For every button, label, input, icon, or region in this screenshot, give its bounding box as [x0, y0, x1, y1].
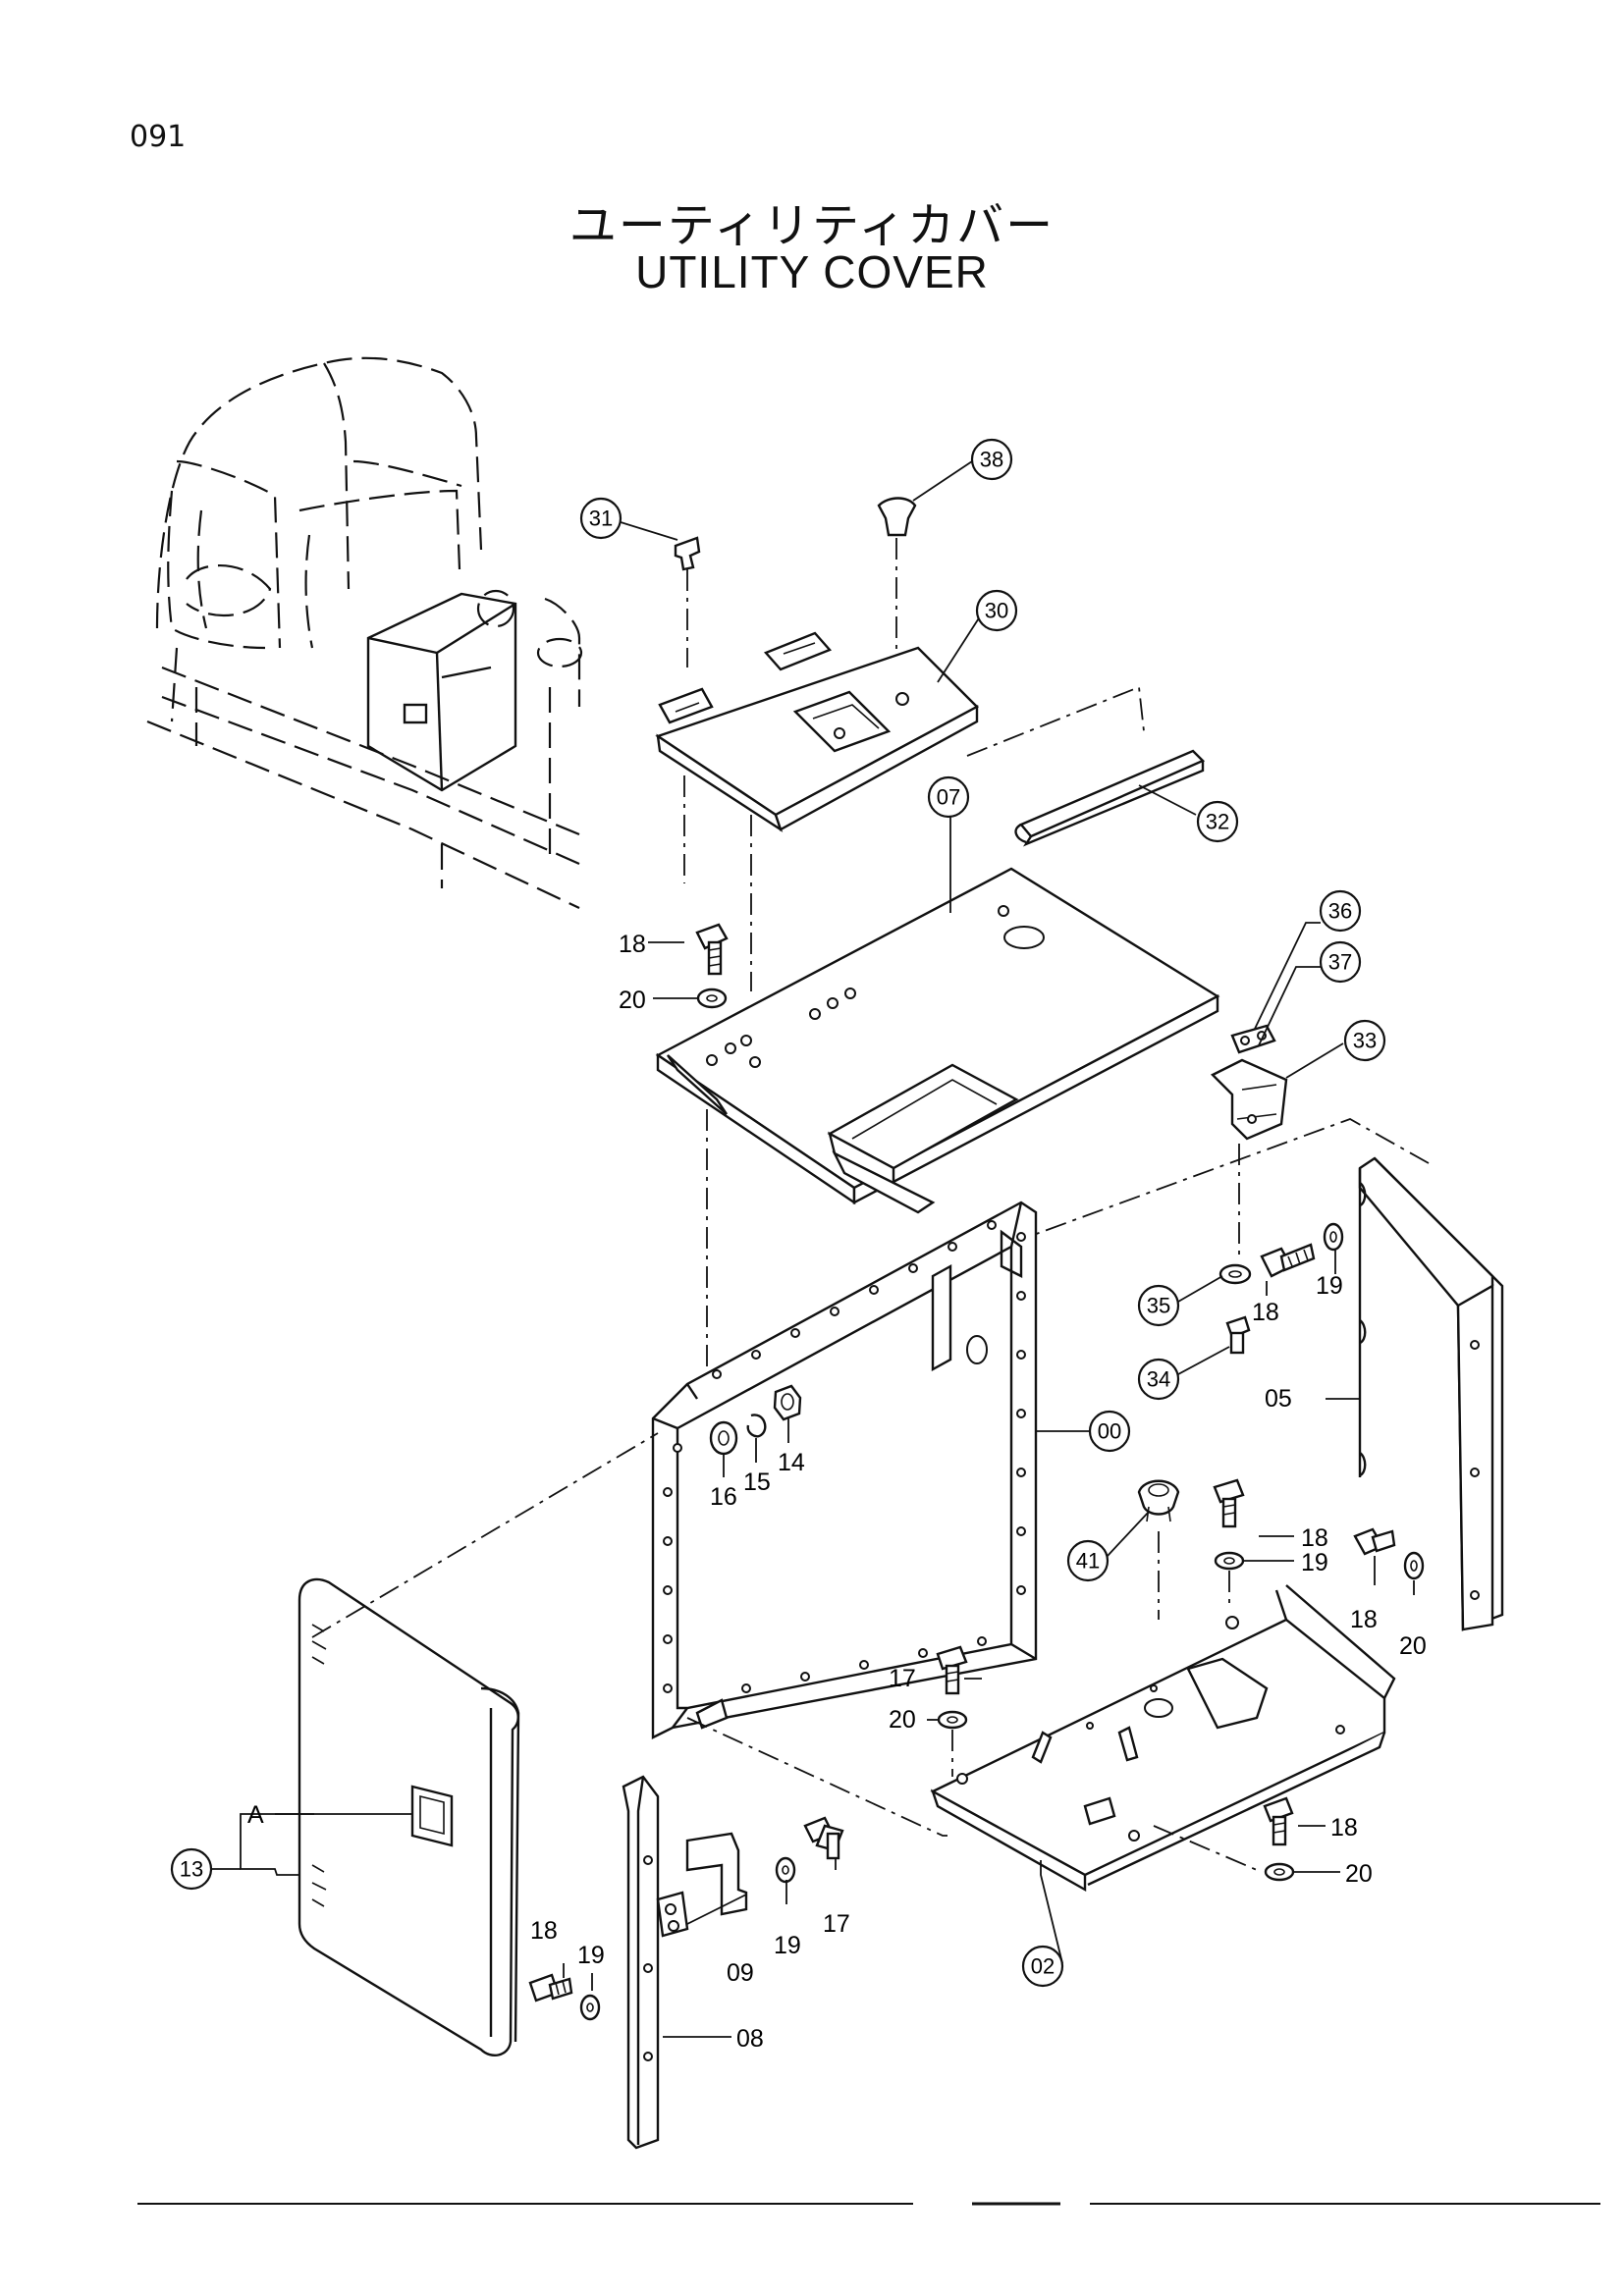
label-05: 05	[1265, 1385, 1292, 1413]
bottom-plate-part-02	[686, 1584, 1396, 1893]
bolt-washer-18-20-right	[1263, 1796, 1295, 1882]
title-japanese: ユーティリティカバー	[568, 198, 1056, 253]
frame-top-part-07	[655, 867, 1220, 1374]
label-20-upper: 20	[619, 987, 646, 1014]
label-19-lower: 19	[774, 1932, 801, 1959]
svg-text:07: 07	[937, 785, 960, 810]
door-handle-label-a: A	[247, 1801, 264, 1829]
label-20-center: 20	[889, 1706, 916, 1734]
svg-text:00: 00	[1098, 1419, 1121, 1444]
side-panel-part-05	[1358, 1156, 1504, 1631]
svg-text:31: 31	[589, 507, 613, 531]
label-18-far-right: 18	[1350, 1606, 1378, 1633]
label-08: 08	[736, 2025, 764, 2053]
clip-part-38	[877, 497, 917, 667]
callout-41: 41	[1066, 1539, 1110, 1582]
bolt-washer-18-19-center	[1213, 1478, 1425, 1610]
bracket-part-09	[656, 1832, 748, 1938]
callout-34: 34	[1137, 1358, 1180, 1401]
callout-30: 30	[975, 589, 1018, 632]
label-14: 14	[778, 1449, 805, 1476]
page-number: 091	[130, 120, 187, 154]
svg-text:41: 41	[1076, 1549, 1100, 1574]
seal-strip-part-32	[1014, 749, 1206, 847]
utility-box-highlight	[366, 592, 517, 792]
callout-02: 02	[1021, 1945, 1064, 1988]
label-18-right: 18	[1252, 1299, 1279, 1326]
callout-38: 38	[970, 438, 1013, 481]
door-part-13	[298, 1432, 659, 2057]
main-frame-part-00	[651, 1201, 1038, 1739]
excavator-cab-outline	[146, 356, 583, 909]
leader-lines	[211, 460, 1415, 2038]
label-20-bottom-right: 20	[1345, 1860, 1373, 1888]
label-18-bottom-right: 18	[1330, 1814, 1358, 1842]
bolt-washer-18-20-upper	[695, 923, 729, 1009]
grommet-part-41	[1137, 1479, 1180, 1620]
label-18-lower-left: 18	[530, 1917, 558, 1945]
bolt-washer-17-20-lower	[936, 1645, 968, 1777]
fasteners-17-18-19-lower-left	[528, 1816, 844, 2021]
callout-32: 32	[1196, 800, 1239, 843]
svg-text:36: 36	[1328, 899, 1352, 924]
callout-36: 36	[1319, 889, 1362, 933]
fasteners-34-35-18-19-right	[1218, 1222, 1344, 1355]
svg-text:38: 38	[980, 448, 1003, 472]
svg-text:02: 02	[1031, 1954, 1055, 1979]
label-18-center: 18	[1301, 1524, 1328, 1552]
cover-plate-part-30	[655, 631, 1145, 991]
clip-part-31	[674, 536, 701, 667]
label-17-center: 17	[889, 1665, 916, 1692]
label-18-upper: 18	[619, 931, 646, 958]
callout-35: 35	[1137, 1284, 1180, 1327]
label-19-right: 19	[1316, 1272, 1343, 1300]
label-09: 09	[727, 1959, 754, 1987]
stay-part-08	[622, 1775, 660, 2150]
svg-text:13: 13	[180, 1857, 203, 1882]
svg-text:33: 33	[1353, 1029, 1377, 1053]
callout-33: 33	[1343, 1019, 1386, 1062]
callout-37: 37	[1319, 940, 1362, 984]
label-17-lower: 17	[823, 1910, 850, 1938]
callout-07: 07	[927, 775, 970, 819]
svg-text:32: 32	[1206, 810, 1229, 834]
washer-nut-parts-14-15-16	[709, 1384, 802, 1456]
title-english: UTILITY COVER	[635, 246, 989, 297]
svg-text:30: 30	[985, 599, 1008, 623]
svg-text:34: 34	[1147, 1367, 1170, 1392]
label-16: 16	[710, 1483, 737, 1511]
svg-text:37: 37	[1328, 950, 1352, 975]
svg-text:35: 35	[1147, 1294, 1170, 1318]
label-19-lower-left: 19	[577, 1942, 605, 1969]
callout-31: 31	[579, 497, 623, 540]
label-19-center: 19	[1301, 1549, 1328, 1576]
label-15: 15	[743, 1468, 771, 1496]
callout-13: 13	[170, 1847, 213, 1891]
callout-00: 00	[1088, 1410, 1131, 1453]
label-20-far-right: 20	[1399, 1632, 1427, 1660]
